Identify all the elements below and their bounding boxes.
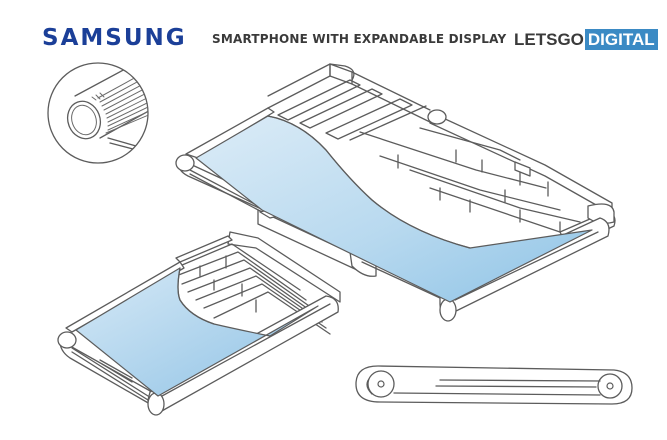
side-section-view [355, 365, 633, 405]
watermark-part-2: DIGITAL [584, 29, 658, 50]
brand-logo: SAMSUNG [42, 25, 187, 51]
page-title: SMARTPHONE WITH EXPANDABLE DISPLAY [212, 32, 507, 46]
compact-device-drawing [57, 231, 341, 416]
watermark-logo: LETSGO DIGITAL [514, 29, 658, 50]
roller-detail-view [47, 62, 149, 164]
expanded-device-drawing [175, 63, 616, 322]
header: SAMSUNG SMARTPHONE WITH EXPANDABLE DISPL… [0, 0, 667, 60]
roller-ridges [91, 63, 148, 134]
watermark-part-1: LETSGO [514, 30, 584, 49]
